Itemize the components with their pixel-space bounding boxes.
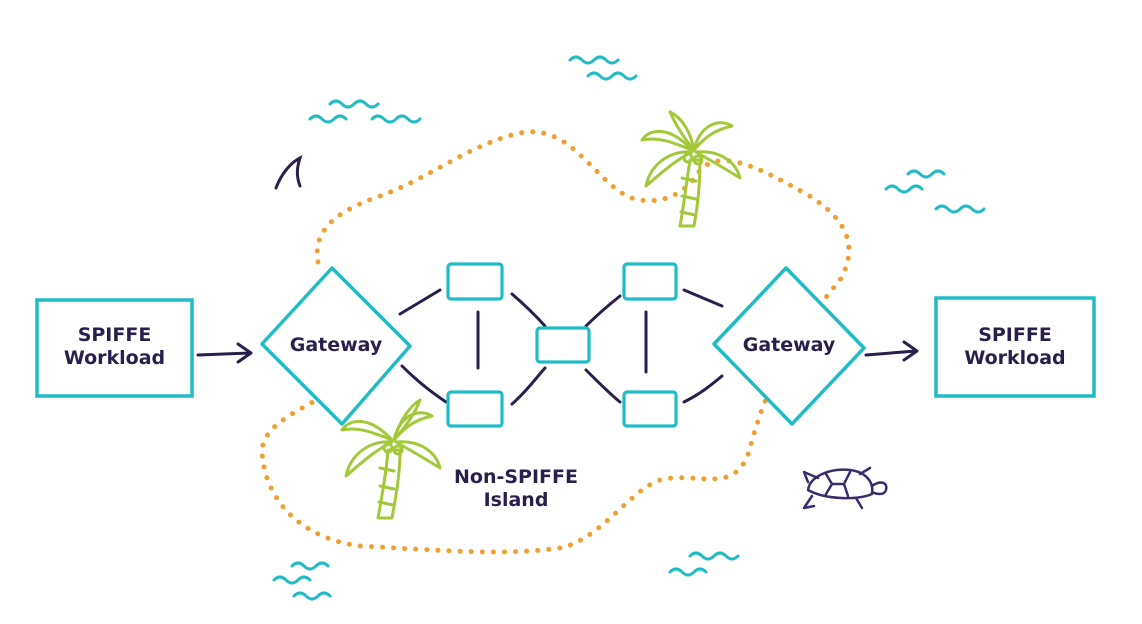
island-line2: Island bbox=[483, 489, 549, 512]
left-workload-label: SPIFFE Workload bbox=[37, 324, 192, 370]
right-workload-label: SPIFFE Workload bbox=[936, 324, 1094, 370]
right-gateway-diamond bbox=[712, 266, 866, 426]
palm-tree-icon bbox=[640, 110, 742, 228]
island-line1: Non-SPIFFE bbox=[454, 466, 578, 488]
right-gateway-label: Gateway bbox=[714, 334, 864, 357]
left-workload-box bbox=[35, 298, 194, 398]
network-node bbox=[622, 262, 678, 301]
right-gateway-text: Gateway bbox=[742, 334, 836, 356]
left-workload-line2: Workload bbox=[63, 347, 166, 370]
connector-lines bbox=[398, 288, 724, 406]
left-gateway-diamond bbox=[260, 266, 412, 426]
turtle-icon bbox=[802, 466, 888, 510]
network-node bbox=[622, 390, 678, 428]
island-border bbox=[259, 129, 852, 555]
network-node bbox=[446, 262, 504, 301]
right-workload-line1: SPIFFE bbox=[978, 324, 1052, 346]
right-workload-line2: Workload bbox=[964, 347, 1066, 370]
network-node bbox=[535, 326, 591, 364]
palm-tree-icon bbox=[340, 398, 442, 520]
shark-fin-icon bbox=[274, 155, 303, 190]
left-gateway-label: Gateway bbox=[262, 334, 410, 357]
waves-icon bbox=[272, 55, 986, 601]
right-workload-box bbox=[934, 296, 1096, 398]
left-workload-line1: SPIFFE bbox=[77, 324, 152, 346]
flow-arrows bbox=[196, 340, 919, 364]
left-gateway-text: Gateway bbox=[289, 334, 383, 356]
island-label: Non-SPIFFE Island bbox=[424, 466, 608, 512]
network-node bbox=[446, 390, 504, 428]
